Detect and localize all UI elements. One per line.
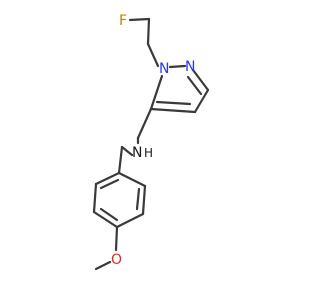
bond-o-ch3 <box>94 260 112 271</box>
bond-c4-c5-outer <box>149 107 197 114</box>
bond-c5-ch2 <box>136 107 153 140</box>
bond-ar-5-6-inner <box>135 187 141 211</box>
bond-ar-3-4-inner <box>99 207 119 222</box>
bond-n1-n2 <box>168 64 187 69</box>
molecule-structure: F N N N H O <box>92 13 210 271</box>
bond-ar-3-4 <box>92 210 119 229</box>
atom-nitrogen-2: N <box>185 59 195 75</box>
bond-c-n1 <box>146 42 160 68</box>
bond-n2-c3-inner <box>186 75 203 96</box>
atom-fluorine: F <box>119 13 127 29</box>
bond-c-c-ethyl <box>146 17 151 46</box>
bond-c5-n1 <box>149 74 164 111</box>
bond-c4-c5-inner <box>155 100 192 106</box>
bond-ar-5-6 <box>141 184 147 216</box>
bond-ch2-aryl <box>117 145 124 175</box>
atom-amine-nitrogen: N <box>132 145 142 161</box>
bond-ar-1-2 <box>94 171 121 186</box>
bond-nh-ch2 <box>120 145 134 157</box>
bond-ar-6-1 <box>117 171 147 188</box>
atom-amine-hydrogen: H <box>144 146 153 160</box>
bond-n2-c3-outer <box>191 68 210 92</box>
bond-f-c <box>128 17 151 22</box>
bond-ar-2-3 <box>92 182 98 214</box>
bond-c3-c4 <box>193 88 210 114</box>
bond-ar-1-2-inner <box>99 178 120 190</box>
bond-ar-4-5 <box>115 212 145 229</box>
atom-oxygen: O <box>111 252 122 268</box>
bond-ar-o <box>114 225 119 252</box>
atom-nitrogen-1: N <box>159 61 169 77</box>
